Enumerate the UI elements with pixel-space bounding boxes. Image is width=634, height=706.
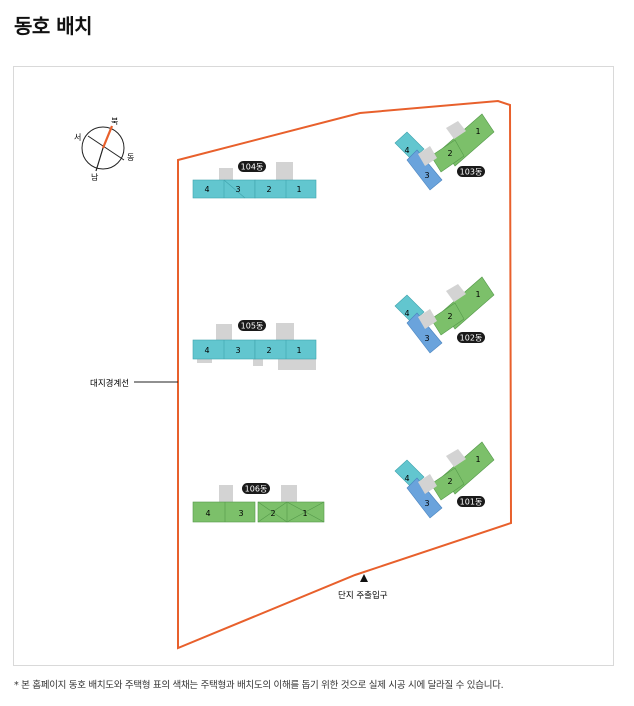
building-name: 105동 xyxy=(241,322,264,331)
compass-circle xyxy=(81,126,125,170)
core-block xyxy=(216,324,232,340)
unit-label: 2 xyxy=(266,185,271,194)
building-name: 101동 xyxy=(460,498,483,507)
core-block xyxy=(446,121,466,139)
unit-label: 3 xyxy=(235,185,240,194)
building-badge xyxy=(238,320,266,331)
building-badge xyxy=(457,332,485,343)
core-block xyxy=(219,485,233,502)
unit-label: 1 xyxy=(475,127,480,136)
unit-label: 2 xyxy=(270,509,275,518)
unit-label: 3 xyxy=(424,499,429,508)
unit-label: 3 xyxy=(424,171,429,180)
core-block xyxy=(278,358,316,370)
building-wing xyxy=(430,139,465,173)
footnote: * 본 홈페이지 동호 배치도와 주택형 표의 색채는 주택형과 배치도의 이해… xyxy=(14,680,504,691)
compass-west-label: 서 xyxy=(74,133,81,142)
building-101[interactable]: 101동 4 3 2 1 xyxy=(394,441,495,519)
compass-south-needle xyxy=(95,147,104,172)
unit-label: 1 xyxy=(302,509,307,518)
core-block xyxy=(197,358,212,363)
building-103[interactable]: 103동 4 3 2 1 xyxy=(394,113,495,191)
building-name: 102동 xyxy=(460,334,483,343)
entrance-label: 단지 주출입구 xyxy=(338,590,388,601)
building-badge xyxy=(457,496,485,507)
site-plan-frame xyxy=(13,66,614,666)
unit-label: 1 xyxy=(475,290,480,299)
unit-label: 2 xyxy=(447,149,452,158)
page-title: 동호 배치 xyxy=(14,14,93,38)
unit-label: 3 xyxy=(238,509,243,518)
unit-label: 4 xyxy=(205,509,210,518)
compass-east-label: 동 xyxy=(127,153,134,162)
building-badge xyxy=(457,166,485,177)
core-block xyxy=(418,146,437,166)
building-wing xyxy=(406,149,443,191)
core-block xyxy=(418,309,437,329)
building-104[interactable]: 104동 4 3 2 1 xyxy=(192,161,317,199)
unit-label: 1 xyxy=(475,455,480,464)
unit-label: 1 xyxy=(296,185,301,194)
building-wing xyxy=(254,339,317,360)
building-102[interactable]: 102동 4 3 2 1 xyxy=(394,276,495,354)
core-block xyxy=(281,485,297,502)
compass-north-label: 북 xyxy=(111,117,118,126)
core-block xyxy=(276,323,294,340)
building-wing xyxy=(257,501,325,523)
building-name: 104동 xyxy=(241,163,264,172)
site-boundary xyxy=(177,99,513,650)
core-block xyxy=(446,284,466,302)
building-badge xyxy=(238,161,266,172)
unit-label: 4 xyxy=(404,309,409,318)
entrance-arrow-icon xyxy=(360,574,368,582)
building-wing xyxy=(192,501,256,523)
unit-label: 4 xyxy=(204,185,209,194)
building-106[interactable]: 106동 4 3 2 1 xyxy=(192,483,325,523)
core-block xyxy=(219,168,233,180)
unit-label: 2 xyxy=(447,312,452,321)
core-block xyxy=(253,358,263,366)
unit-label: 4 xyxy=(404,146,409,155)
core-block xyxy=(418,474,437,494)
building-wing xyxy=(430,302,465,336)
building-name: 106동 xyxy=(245,485,268,494)
core-block xyxy=(276,162,293,180)
unit-label: 3 xyxy=(235,346,240,355)
building-wing xyxy=(254,179,317,199)
unit-label: 1 xyxy=(296,346,301,355)
compass-north-needle xyxy=(101,125,114,149)
building-105[interactable]: 105동 4 3 2 1 xyxy=(192,320,317,370)
building-badge xyxy=(242,483,270,494)
core-block xyxy=(446,449,466,467)
boundary-label: 대지경계선 xyxy=(90,378,129,389)
compass-east-west-line xyxy=(87,135,125,161)
unit-label: 3 xyxy=(424,334,429,343)
unit-label: 2 xyxy=(447,477,452,486)
building-name: 103동 xyxy=(460,168,483,177)
unit-label: 2 xyxy=(266,346,271,355)
unit-label: 4 xyxy=(204,346,209,355)
compass: 북 남 동 서 xyxy=(74,117,134,182)
building-wing xyxy=(406,477,443,519)
building-wing xyxy=(430,467,465,501)
unit-label: 4 xyxy=(404,474,409,483)
compass-south-label: 남 xyxy=(91,173,99,182)
building-wing xyxy=(406,312,443,354)
